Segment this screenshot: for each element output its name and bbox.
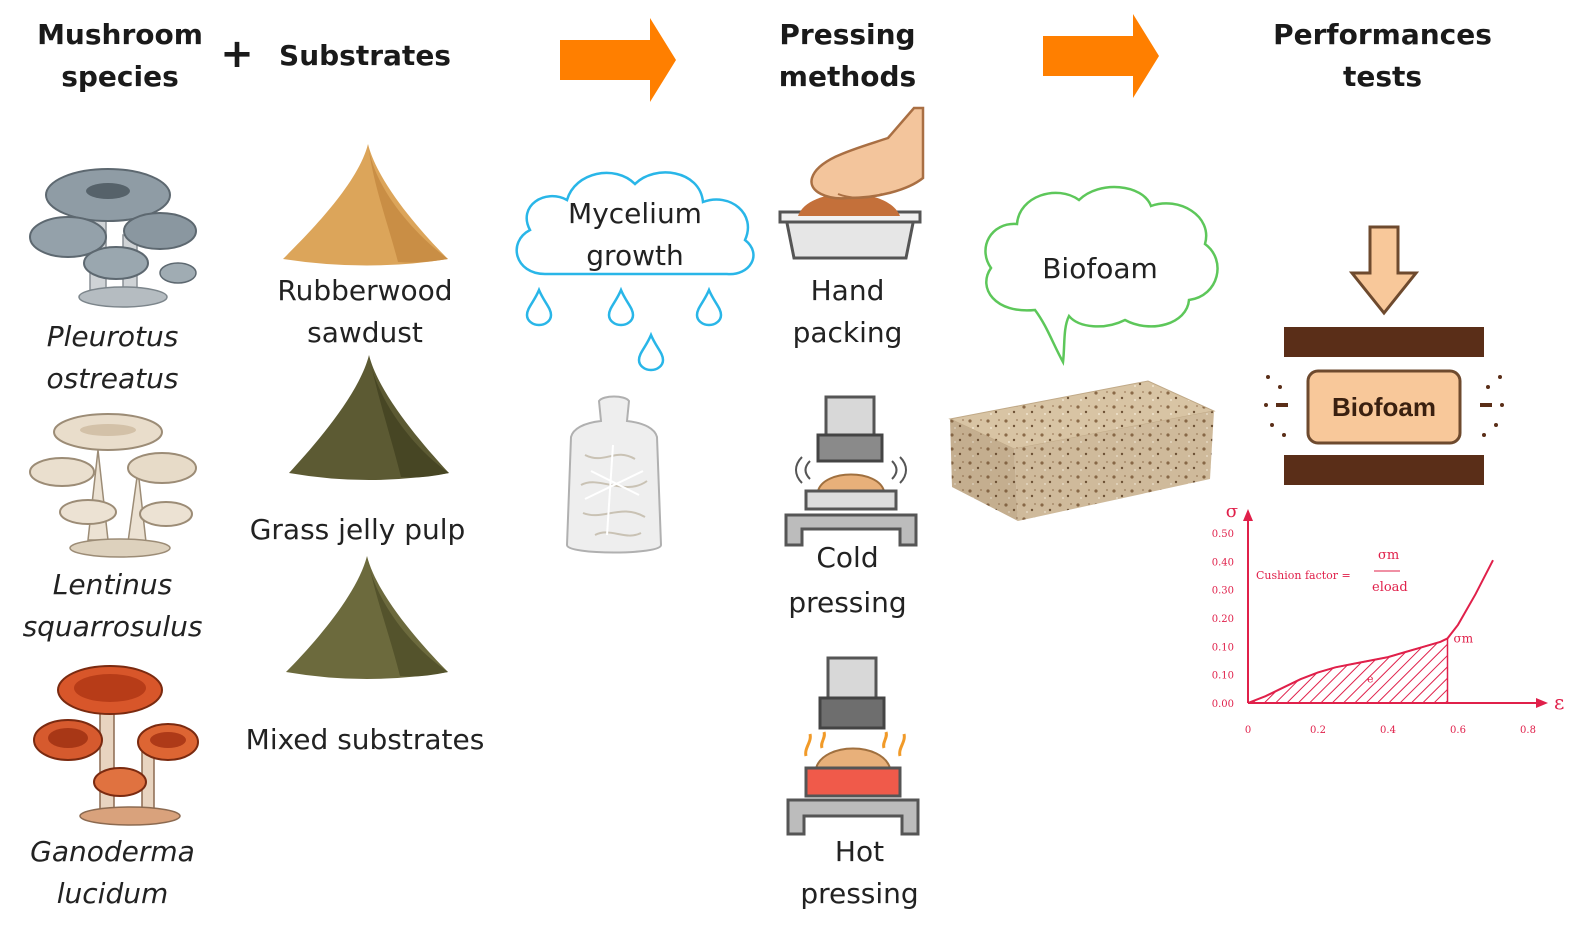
compression-test-icon <box>1264 225 1504 485</box>
cloud-icon <box>515 171 755 276</box>
plus-sign: + <box>220 31 254 77</box>
oyster-mushroom-icon <box>29 168 197 308</box>
header-performance-tests: Performances tests <box>1265 14 1500 98</box>
speech-bubble-icon <box>984 185 1219 366</box>
mushroom-label-lentinus: Lentinus squarrosulus <box>10 564 215 648</box>
pressing-name-line2: pressing <box>800 877 919 910</box>
test-sample-label: Biofoam <box>1332 392 1436 422</box>
area-label: e <box>1367 673 1374 686</box>
header-substrates: Substrates <box>279 39 451 72</box>
header-mushroom-line1: Mushroom <box>37 18 203 51</box>
formula-label: Cushion factor = <box>1256 569 1351 582</box>
x-tick-label: 0.4 <box>1380 725 1396 736</box>
pressing-name-line1: Hand <box>810 274 885 307</box>
pressing-name-line2: pressing <box>788 586 907 619</box>
header-pressing-line1: Pressing <box>779 18 916 51</box>
mushroom-label-ganoderma: Ganoderma lucidum <box>10 831 215 915</box>
lentinus-mushroom-icon <box>29 413 197 558</box>
raindrop-icon <box>607 286 635 327</box>
stress-strain-curve <box>1247 559 1494 704</box>
sawdust-pile-icon <box>283 144 448 266</box>
x-axis-label: ε <box>1554 690 1564 714</box>
biofoam-bubble-label: Biofoam <box>1042 252 1158 285</box>
formula-numerator: σm <box>1378 548 1399 563</box>
reishi-mushroom-icon <box>33 665 199 826</box>
y-tick-label: 0.50 <box>1212 529 1234 540</box>
y-tick-label: 0.30 <box>1212 586 1234 597</box>
pressing-name-line1: Cold <box>816 541 879 574</box>
x-tick-label: 0.8 <box>1520 725 1536 736</box>
mushroom-species: ostreatus <box>46 362 179 395</box>
mushroom-genus: Ganoderma <box>30 835 195 868</box>
substrate-label-grass-jelly: Grass jelly pulp <box>249 513 466 546</box>
mushroom-label-pleurotus: Pleurotus ostreatus <box>10 316 215 400</box>
mushroom-species: squarrosulus <box>22 610 203 643</box>
substrate-name-line1: Rubberwood <box>277 274 453 307</box>
y-tick-label: 0.20 <box>1212 614 1234 625</box>
x-tick-label: 0.2 <box>1310 725 1326 736</box>
y-tick-label: 0.10 <box>1212 671 1234 682</box>
x-tick-label: 0 <box>1245 725 1251 736</box>
pressing-label-hot: Hot pressing <box>772 831 947 915</box>
header-pressing-methods: Pressing methods <box>760 14 935 98</box>
substrate-name-line2: sawdust <box>307 316 423 349</box>
header-mushroom-species: Mushroom species <box>20 14 220 98</box>
pressing-label-cold: Cold pressing <box>760 535 935 625</box>
substrate-label-mixed: Mixed substrates <box>245 723 485 756</box>
cloud-text-line1: Mycelium <box>568 197 702 230</box>
header-mushroom-line2: species <box>61 60 179 93</box>
biofoam-block-icon <box>948 380 1216 521</box>
mycelium-growth-label: Mycelium growth <box>520 193 750 277</box>
sigma-m-label: σm <box>1454 631 1474 645</box>
raindrop-icon <box>695 286 723 327</box>
flow-arrow-icon <box>1043 14 1159 98</box>
y-tick-label: 0.00 <box>1212 699 1234 710</box>
mushroom-genus: Lentinus <box>52 568 173 601</box>
x-axis-arrow <box>1536 698 1548 708</box>
formula-denominator: eload <box>1372 580 1408 595</box>
y-tick-label: 0.10 <box>1212 642 1234 653</box>
hot-press-icon <box>786 656 920 836</box>
stress-strain-chart: σ ε 0.00 0.10 0.10 0.20 0.30 0.40 0.50 0 0.2 0.4 0.6… <box>1212 501 1565 736</box>
hand-packing-icon <box>778 106 925 260</box>
y-tick-label: 0.40 <box>1212 557 1234 568</box>
header-performance-line1: Performances <box>1273 18 1492 51</box>
header-pressing-line2: methods <box>778 60 917 93</box>
pressing-name-line2: packing <box>792 316 903 349</box>
x-tick-label: 0.6 <box>1450 725 1466 736</box>
raindrop-icon <box>637 331 665 372</box>
header-performance-line2: tests <box>1342 60 1423 93</box>
raindrop-icon <box>525 286 553 327</box>
cloud-text-line2: growth <box>586 239 684 272</box>
y-axis-label: σ <box>1226 501 1238 522</box>
grass-jelly-pile-icon <box>289 355 449 480</box>
substrate-label-rubberwood: Rubberwood sawdust <box>245 270 485 354</box>
flow-arrow-icon <box>560 18 676 102</box>
mixed-substrate-pile-icon <box>286 556 448 679</box>
grow-bag-icon <box>565 395 663 554</box>
mushroom-genus: Pleurotus <box>46 320 179 353</box>
y-axis-arrow <box>1243 509 1253 521</box>
mushroom-species: lucidum <box>56 877 169 910</box>
cold-press-icon <box>784 395 918 547</box>
pressing-name-line1: Hot <box>834 835 885 868</box>
pressing-label-hand: Hand packing <box>760 270 935 354</box>
